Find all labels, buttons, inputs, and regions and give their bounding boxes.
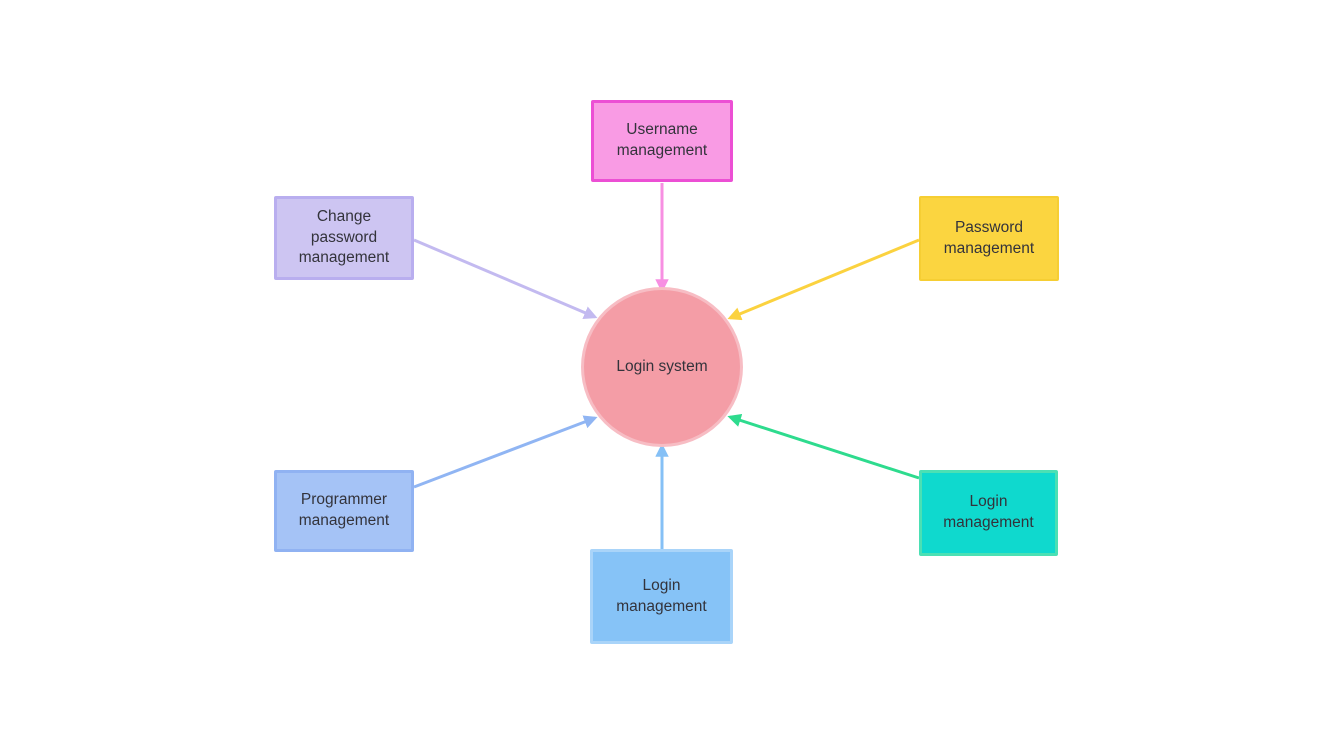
node-login-management-bottom-label: Login management (616, 576, 707, 615)
arrow-login-right-to-center (727, 413, 920, 480)
arrow-password-to-center (727, 238, 920, 321)
node-login-system[interactable]: Login system (581, 287, 743, 447)
node-login-management-right-label: Login management (943, 493, 1034, 531)
node-login-management-bottom[interactable]: Login management (590, 549, 733, 644)
node-change-password-management-label: Change password management (298, 207, 390, 267)
node-username-management[interactable]: Username management (591, 100, 733, 182)
node-password-management[interactable]: Password management (919, 196, 1059, 281)
node-login-management-right[interactable]: Login management (919, 470, 1058, 556)
arrow-change-password-to-center (413, 238, 598, 319)
node-programmer-management[interactable]: Programmer management (274, 470, 414, 552)
node-change-password-management[interactable]: Change password management (274, 196, 414, 280)
node-programmer-management-label: Programmer management (298, 491, 390, 529)
arrow-programmer-to-center (413, 415, 598, 489)
node-password-management-label: Password management (943, 218, 1035, 257)
node-login-system-label: Login system (616, 357, 708, 375)
node-username-management-label: Username management (616, 121, 708, 159)
